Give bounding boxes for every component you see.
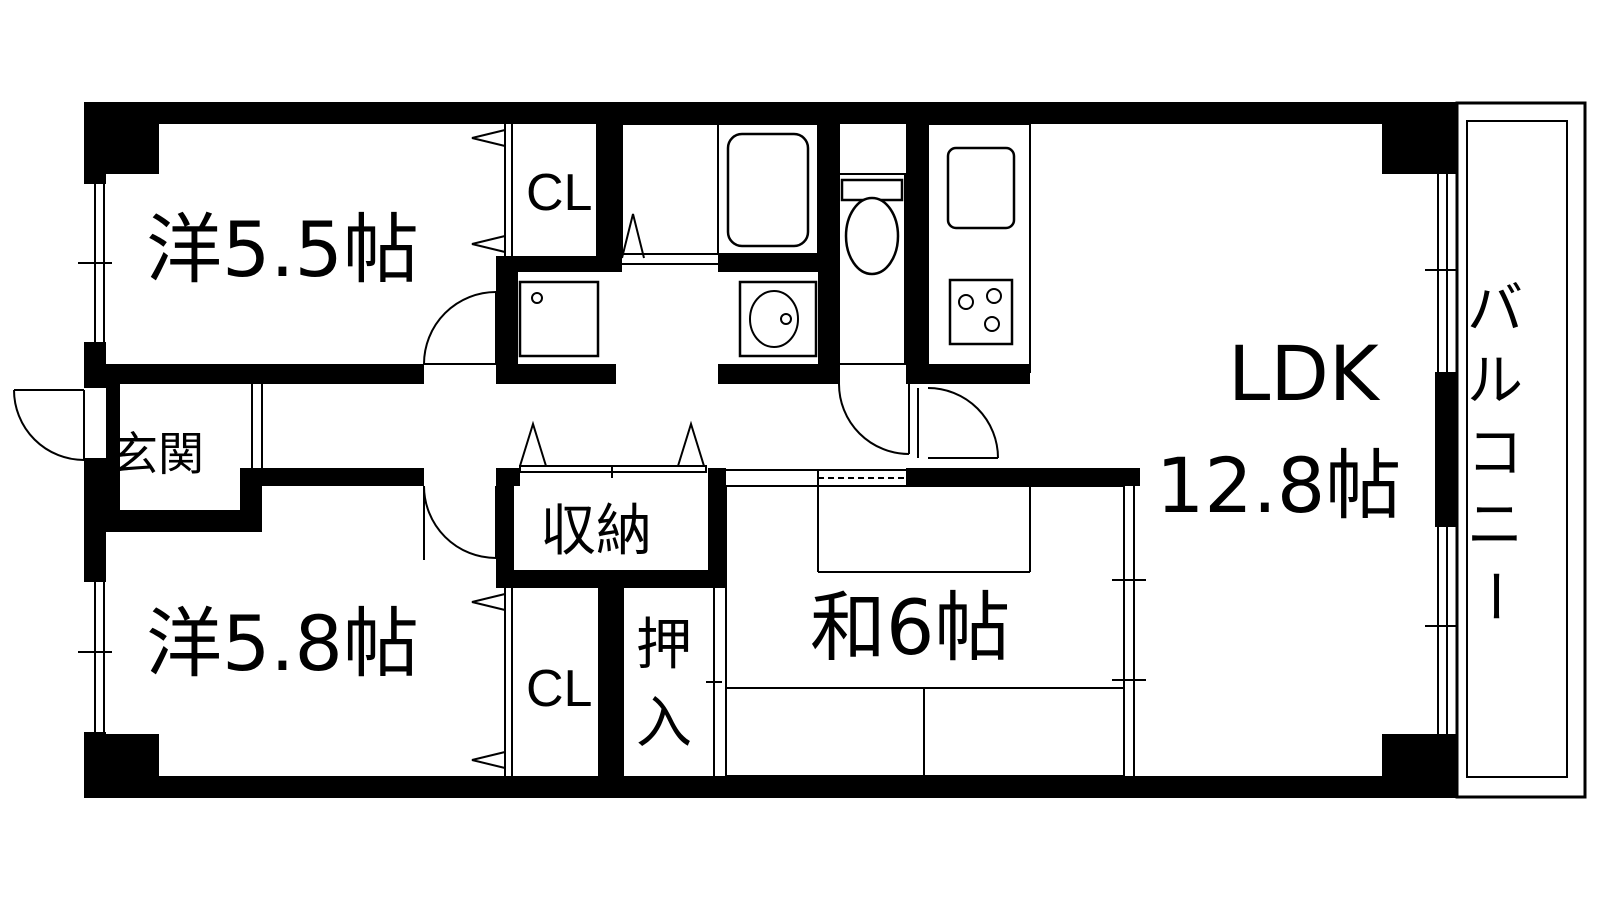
toilet-icon (838, 173, 906, 365)
room-label-balcony: バ ル コ ニ ー (1461, 277, 1526, 624)
closet-doors (471, 124, 645, 776)
room-label-japanese: 和6帖 (810, 583, 1010, 672)
room-label-storage: 収納 (540, 499, 652, 564)
kitchen-counter (927, 123, 1031, 373)
balcony-char: ル (1467, 349, 1523, 414)
washing-machine-pan-icon (518, 280, 600, 358)
bath-room-outline (621, 123, 719, 265)
washbasin-icon (738, 280, 818, 358)
room-label-western-2: 洋5.8帖 (146, 599, 419, 688)
balcony-char: コ (1467, 421, 1523, 486)
room-label-closet-2: CL (526, 660, 592, 718)
room-label-oshiire-2: 入 (636, 691, 692, 756)
room-label-ldk: LDK (1228, 329, 1381, 418)
inner-walls (84, 124, 1140, 798)
room-label-western-1: 洋5.5帖 (146, 205, 419, 294)
room-label-oshiire-1: 押 (636, 613, 692, 678)
tatami-lines (706, 485, 1125, 777)
balcony-char: ニ (1467, 493, 1523, 558)
bathtub-icon (717, 123, 819, 255)
outer-walls (84, 102, 1457, 798)
balcony-char: ー (1461, 568, 1526, 624)
balcony-char: バ (1467, 277, 1523, 342)
kitchen-sink-icon (946, 146, 1016, 230)
room-label-entrance: 玄関 (112, 427, 204, 481)
doors (13, 291, 999, 560)
stove-icon (948, 278, 1014, 346)
room-label-ldk-size: 12.8帖 (1156, 441, 1401, 530)
room-label-closet-1: CL (526, 164, 592, 222)
